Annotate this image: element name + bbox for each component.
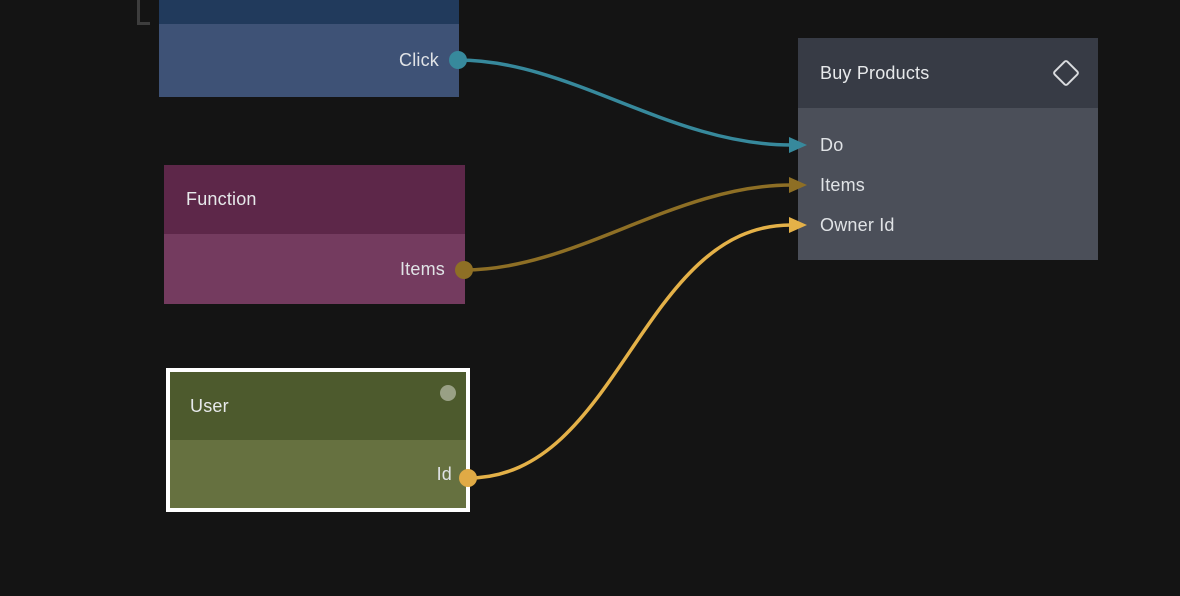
port-label-items-input: Items (820, 174, 866, 195)
status-dot-icon (440, 385, 456, 401)
port-row-click-output[interactable]: Click (159, 24, 459, 97)
node-user-header[interactable]: User (170, 372, 466, 440)
port-row-owner-id-input[interactable]: Owner Id (798, 205, 1098, 245)
node-click-header[interactable] (159, 0, 459, 24)
port-row-items-output[interactable]: Items (164, 234, 465, 304)
node-buy-products[interactable]: Buy Products Do Items Owner Id (798, 38, 1098, 260)
node-click-body: Click (159, 24, 459, 97)
port-label-id: Id (436, 463, 452, 484)
node-function-title: Function (186, 189, 257, 209)
node-buy-products-header[interactable]: Buy Products (798, 38, 1098, 108)
node-function-header[interactable]: Function (164, 165, 465, 234)
port-row-do-input[interactable]: Do (798, 125, 1098, 165)
node-buy-products-body: Do Items Owner Id (798, 108, 1098, 260)
selection-corner-bracket (137, 0, 140, 25)
diamond-icon (1051, 58, 1081, 88)
node-function[interactable]: Function Items (164, 165, 465, 304)
node-user[interactable]: User Id (166, 368, 470, 512)
selection-corner-bracket (137, 22, 150, 25)
port-label-click: Click (399, 50, 439, 70)
node-user-title: User (190, 395, 229, 416)
node-user-body: Id (170, 440, 466, 508)
wire-items-to-items[interactable] (462, 183, 793, 272)
port-row-items-input[interactable]: Items (798, 165, 1098, 205)
port-label-items: Items (399, 258, 445, 279)
port-label-owner-id: Owner Id (820, 214, 895, 235)
wire-click-to-do[interactable] (456, 58, 793, 147)
port-row-id-output[interactable]: Id (170, 440, 466, 508)
node-buy-products-title: Buy Products (820, 62, 930, 83)
port-label-do: Do (820, 134, 844, 155)
wire-id-to-owner-id[interactable] (466, 223, 793, 480)
node-click-event[interactable]: Click (159, 0, 459, 97)
node-function-body: Items (164, 234, 465, 304)
